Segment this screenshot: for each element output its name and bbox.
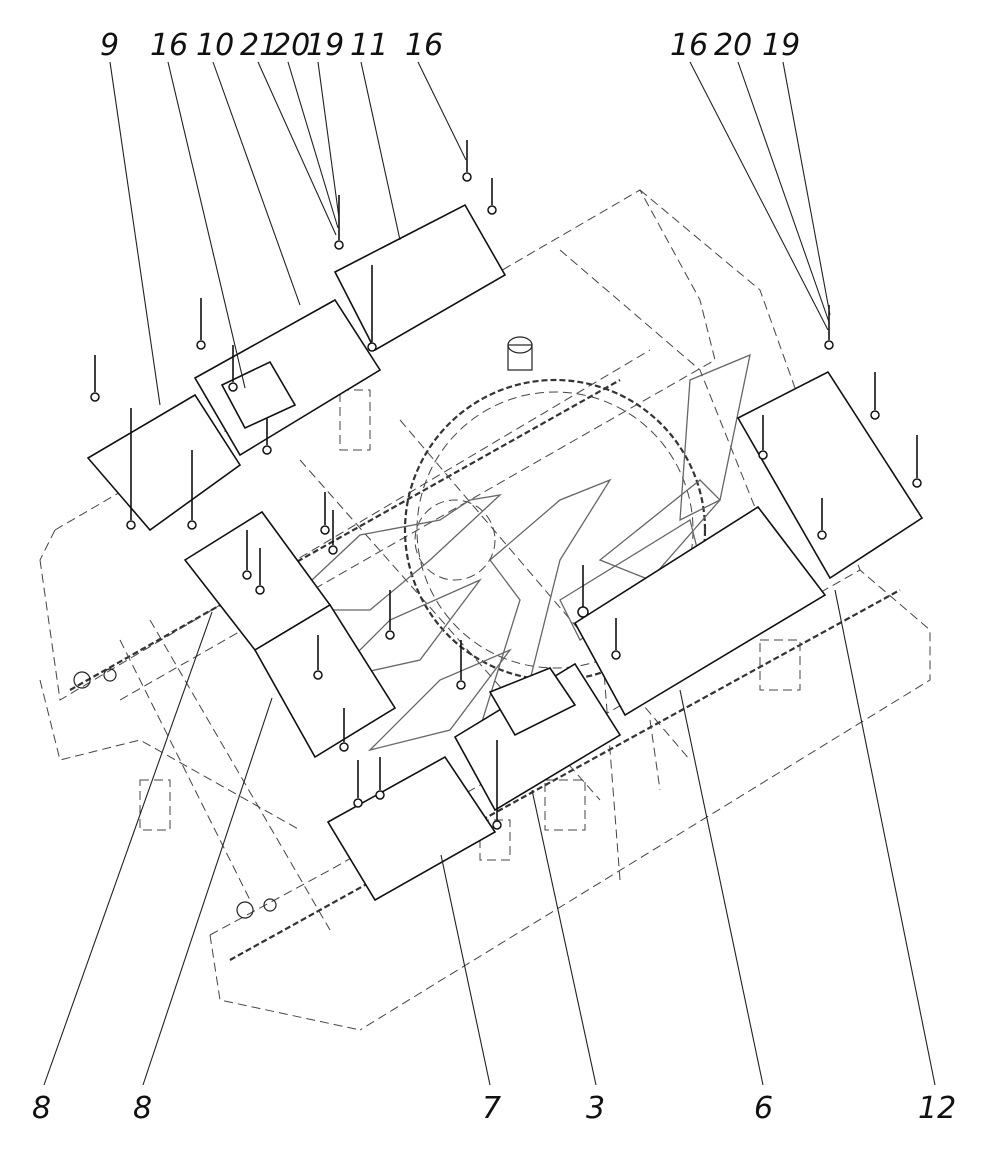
callout-21: 21 — [240, 28, 278, 63]
callout-20: 20 — [272, 28, 310, 63]
panel-6 — [573, 505, 827, 717]
callout-8: 8 — [133, 1091, 152, 1126]
callout-3: 3 — [586, 1091, 605, 1126]
callout-6: 6 — [754, 1091, 773, 1126]
panel-12 — [736, 370, 924, 580]
callout-11: 11 — [350, 28, 388, 63]
callout-8: 8 — [32, 1091, 51, 1126]
callouts-bottom: 8 8 7 3 6 12 — [32, 1091, 956, 1126]
floor-panels — [86, 203, 924, 902]
callouts-top: 9 16 10 21 20 19 11 16 16 20 19 — [100, 28, 800, 63]
callout-16: 16 — [670, 28, 708, 63]
callout-9: 9 — [100, 28, 119, 63]
callout-16: 16 — [150, 28, 188, 63]
callout-7: 7 — [482, 1091, 501, 1126]
small-plate — [488, 667, 577, 737]
callout-16: 16 — [405, 28, 443, 63]
callout-19: 19 — [306, 28, 344, 63]
panel-9 — [86, 393, 242, 532]
callout-10: 10 — [196, 28, 234, 63]
bolts — [90, 140, 922, 830]
callout-12: 12 — [918, 1091, 956, 1126]
callout-20: 20 — [714, 28, 752, 63]
panel-8-lower — [253, 603, 397, 759]
panel-10 — [193, 298, 382, 457]
panel-7 — [326, 755, 497, 902]
leader-lines — [43, 61, 936, 1086]
panel-11 — [333, 203, 507, 352]
hatch-cover — [220, 360, 297, 430]
callout-19: 19 — [762, 28, 800, 63]
